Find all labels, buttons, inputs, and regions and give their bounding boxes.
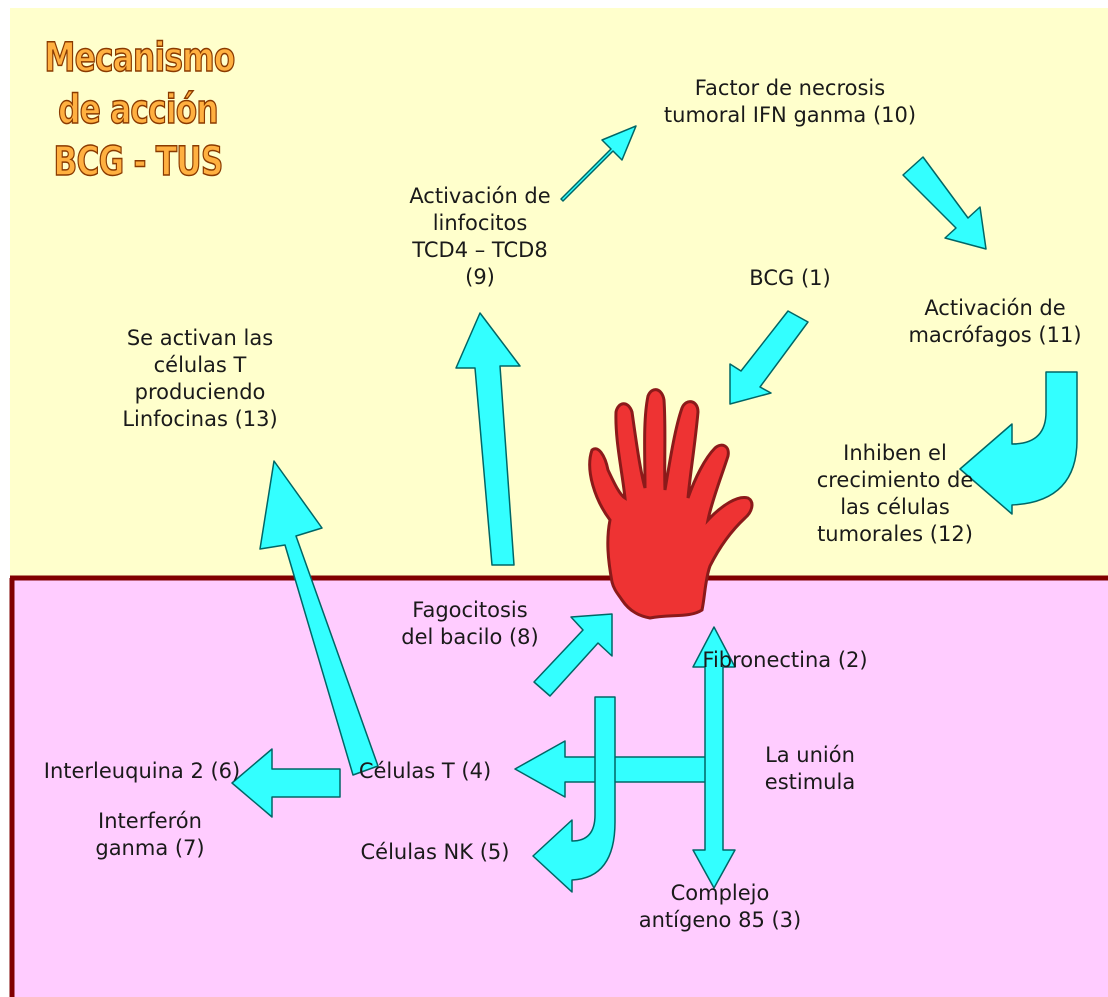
label-fibronectina: Fibronectina (2) (680, 647, 890, 674)
label-interleuquina: Interleuquina 2 (6) (22, 758, 262, 785)
label-celulas-t: Células T (4) (340, 758, 510, 785)
label-fagocitosis: Fagocitosis del bacilo (8) (385, 597, 555, 651)
label-activacion-macrofagos: Activación de macrófagos (11) (890, 295, 1100, 349)
label-la-union: La unión estimula (740, 742, 880, 796)
label-bcg: BCG (1) (720, 265, 860, 292)
label-celulas-nk: Células NK (5) (345, 839, 525, 866)
label-factor-necrosis: Factor de necrosis tumoral IFN ganma (10… (630, 75, 950, 129)
label-complejo: Complejo antígeno 85 (3) (620, 880, 820, 934)
label-activacion-linfocitos: Activación de linfocitos TCD4 – TCD8 (9) (370, 183, 590, 291)
diagram-title: Mecanismo de acción BCG - TUS (44, 32, 231, 188)
label-inhiben: Inhiben el crecimiento de las células tu… (800, 440, 990, 548)
label-interferon: Interferón ganma (7) (60, 808, 240, 862)
label-se-activan: Se activan las células T produciendo Lin… (90, 325, 310, 433)
